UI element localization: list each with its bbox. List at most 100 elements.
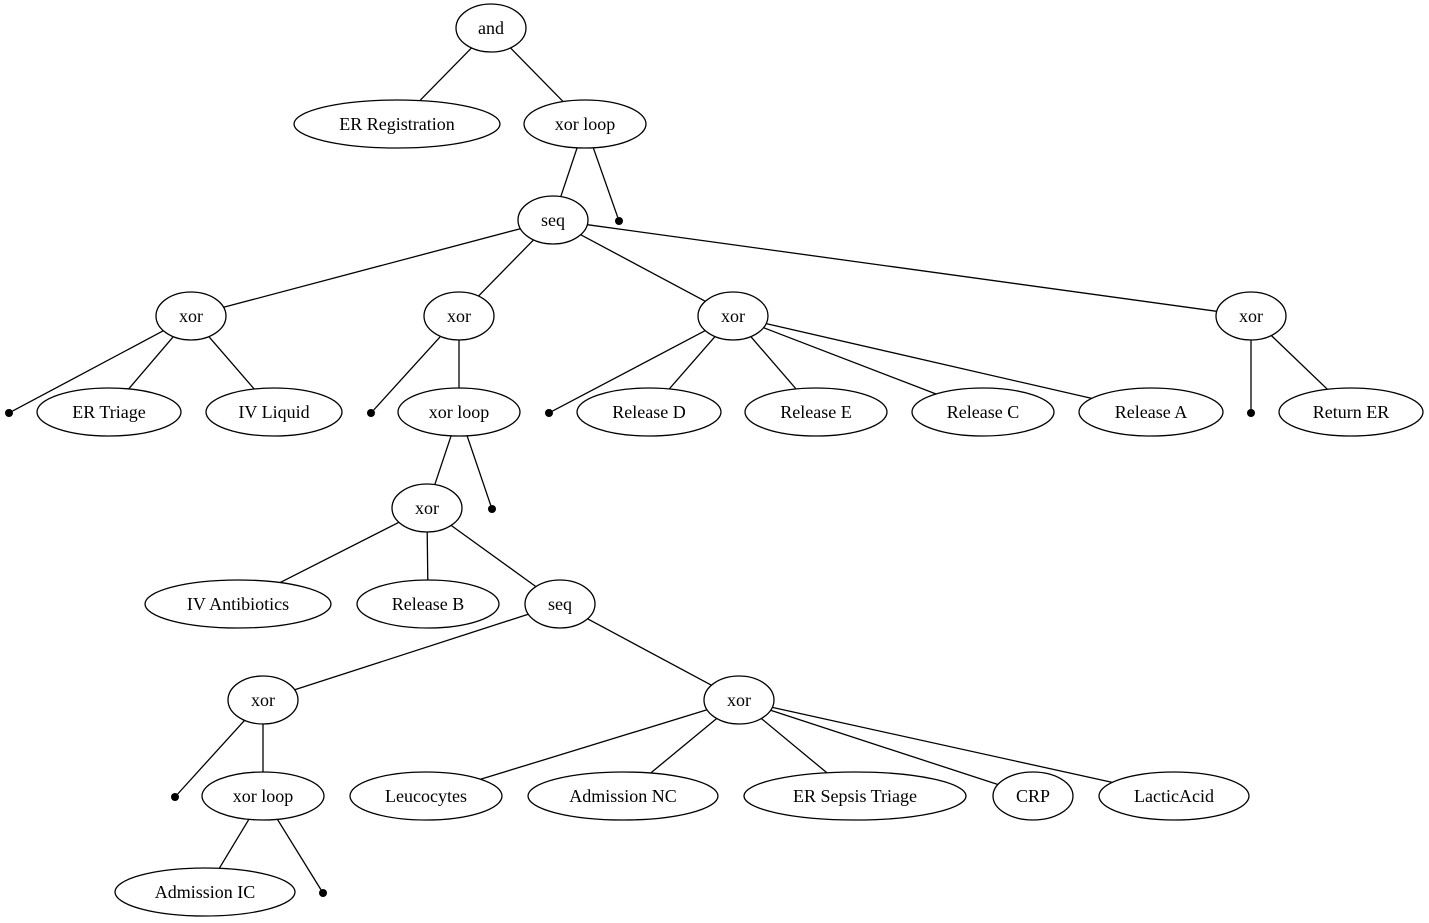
tau-dot-t4 [545, 409, 553, 417]
node-label: xor [251, 690, 275, 710]
edge-n_xor_a-n_iv_liquid [208, 336, 255, 390]
edge-n_xor_e-n_seq2 [450, 524, 537, 588]
tree-node-xorloop1: xor loop [523, 99, 647, 149]
edge-n_and-n_xorloop1 [510, 47, 564, 103]
node-ellipse [523, 99, 647, 149]
node-label: Return ER [1313, 402, 1390, 422]
node-label: LacticAcid [1134, 786, 1214, 806]
tree-node-lactic: LacticAcid [1098, 771, 1250, 821]
tau-dot-t1 [615, 217, 623, 225]
node-ellipse [1278, 387, 1424, 437]
edge-n_xor_g-n_crp [770, 709, 999, 786]
edges-layer [12, 47, 1328, 890]
tree-node-rel-d: Release D [576, 387, 722, 437]
node-label: xor loop [555, 114, 616, 134]
tree-node-adm-nc: Admission NC [527, 771, 719, 821]
node-label: xor [1239, 306, 1263, 326]
edge-n_xor_f-t7 [177, 719, 245, 795]
node-label: Release A [1115, 402, 1187, 422]
tree-node-return-er: Return ER [1278, 387, 1424, 437]
tree-node-xorloop3: xor loop [201, 771, 325, 821]
node-ellipse [1078, 387, 1224, 437]
node-label: Admission IC [155, 882, 256, 902]
tree-node-rel-e: Release E [744, 387, 888, 437]
node-label: seq [541, 210, 565, 230]
tree-node-seq2: seq [524, 579, 596, 629]
tau-dot-t7 [171, 793, 179, 801]
node-ellipse [576, 387, 722, 437]
node-ellipse [703, 675, 775, 725]
edge-n_xor_g-n_er_sepsis [760, 717, 828, 774]
edge-n_xor_g-n_lactic [772, 706, 1113, 784]
node-ellipse [227, 675, 299, 725]
edge-n_xorloop1-n_seq1 [560, 147, 578, 197]
tree-node-er-sepsis: ER Sepsis Triage [743, 771, 967, 821]
node-label: xor [727, 690, 751, 710]
node-label: seq [548, 594, 572, 614]
tau-dot-t2 [5, 409, 13, 417]
node-label: Release B [392, 594, 464, 614]
edge-n_xorloop1-t1 [592, 147, 619, 218]
node-ellipse [1215, 291, 1287, 341]
tree-node-adm-ic: Admission IC [114, 867, 296, 917]
tree-node-leuco: Leucocytes [349, 771, 503, 821]
node-label: ER Sepsis Triage [793, 786, 917, 806]
tree-node-xor-d: xor [1215, 291, 1287, 341]
edge-n_xor_d-n_return_er [1270, 335, 1328, 390]
edge-n_seq1-n_xor_b [478, 239, 534, 297]
tree-node-xor-g: xor [703, 675, 775, 725]
node-label: Admission NC [569, 786, 677, 806]
node-label: Release C [947, 402, 1019, 422]
edge-n_xor_a-t2 [12, 330, 164, 412]
tau-dot-t5 [1247, 409, 1255, 417]
edge-n_xorloop2-n_xor_e [434, 435, 452, 485]
node-ellipse [527, 771, 719, 821]
tree-node-crp: CRP [992, 771, 1074, 821]
edge-n_xor_e-n_rel_b [426, 531, 429, 581]
edge-n_xor_c-n_rel_a [766, 322, 1092, 400]
node-ellipse [524, 579, 596, 629]
node-ellipse [155, 291, 227, 341]
node-label: Release E [780, 402, 851, 422]
tree-node-er-triage: ER Triage [36, 387, 182, 437]
node-ellipse [391, 483, 463, 533]
edge-n_xor_b-t3 [373, 335, 441, 411]
tree-node-iv-liquid: IV Liquid [205, 387, 343, 437]
node-ellipse [743, 771, 967, 821]
edge-n_xor_c-n_rel_c [763, 327, 937, 395]
edge-n_seq2-n_xor_f [294, 613, 529, 691]
tau-dot-t6 [488, 505, 496, 513]
edge-n_xor_a-n_er_triage [128, 336, 174, 390]
edge-n_xor_e-n_iv_antib [279, 521, 400, 584]
node-ellipse [517, 195, 589, 245]
node-label: xor [415, 498, 439, 518]
node-label: IV Liquid [238, 402, 309, 422]
node-ellipse [201, 771, 325, 821]
edge-n_xorloop2-t6 [466, 435, 492, 506]
node-label: IV Antibiotics [187, 594, 289, 614]
node-ellipse [397, 387, 521, 437]
edge-n_xor_g-n_adm_nc [650, 717, 718, 774]
tree-node-er-reg: ER Registration [293, 99, 501, 149]
node-label: xor [447, 306, 471, 326]
node-ellipse [992, 771, 1074, 821]
node-label: ER Registration [339, 114, 455, 134]
edge-n_seq1-n_xor_d [587, 224, 1217, 312]
node-ellipse [144, 579, 332, 629]
tree-node-xor-c: xor [697, 291, 769, 341]
tree-node-rel-b: Release B [356, 579, 500, 629]
node-ellipse [349, 771, 503, 821]
node-label: ER Triage [72, 402, 146, 422]
node-ellipse [293, 99, 501, 149]
tree-node-xor-f: xor [227, 675, 299, 725]
node-label: xor loop [429, 402, 490, 422]
tree-node-xor-e: xor [391, 483, 463, 533]
tree-node-xor-a: xor [155, 291, 227, 341]
edge-n_xor_g-n_leuco [480, 709, 708, 780]
edge-n_xorloop3-t8 [276, 818, 322, 890]
node-label: xor [179, 306, 203, 326]
node-ellipse [36, 387, 182, 437]
node-label: xor [721, 306, 745, 326]
